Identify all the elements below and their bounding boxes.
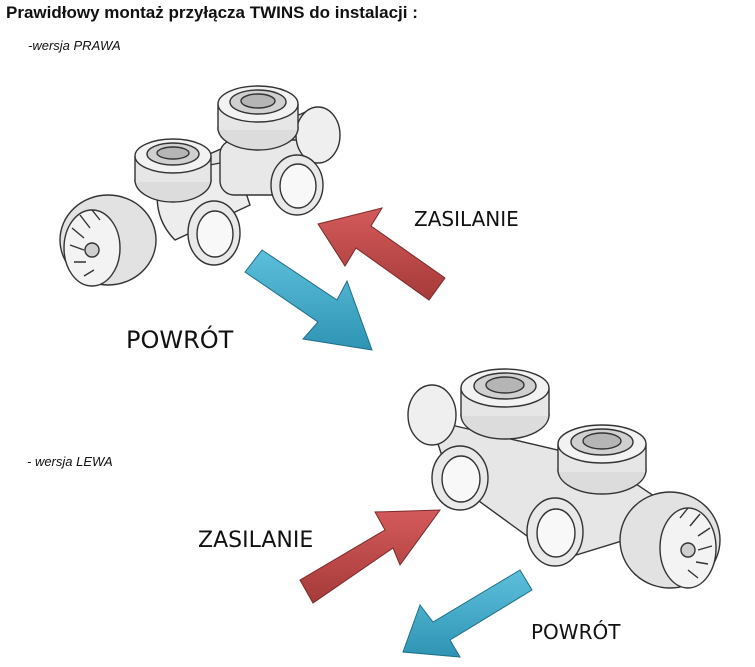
variant-right-label: -wersja PRAWA xyxy=(28,38,121,53)
variant-left-label: - wersja LEWA xyxy=(27,454,113,469)
return-arrow-bottom xyxy=(402,569,533,658)
supply-arrow-top xyxy=(317,207,446,301)
return-label-bottom: POWRÓT xyxy=(531,620,621,644)
return-label-top: POWRÓT xyxy=(126,326,234,354)
supply-label-top: ZASILANIE xyxy=(414,207,519,231)
valve-right-version xyxy=(59,85,341,287)
supply-label-bottom: ZASILANIE xyxy=(198,528,314,553)
return-arrow-top xyxy=(244,249,373,351)
supply-arrow-bottom xyxy=(299,509,442,604)
page-title: Prawidłowy montaż przyłącza TWINS do ins… xyxy=(6,3,418,22)
valve-left-version xyxy=(407,368,721,589)
